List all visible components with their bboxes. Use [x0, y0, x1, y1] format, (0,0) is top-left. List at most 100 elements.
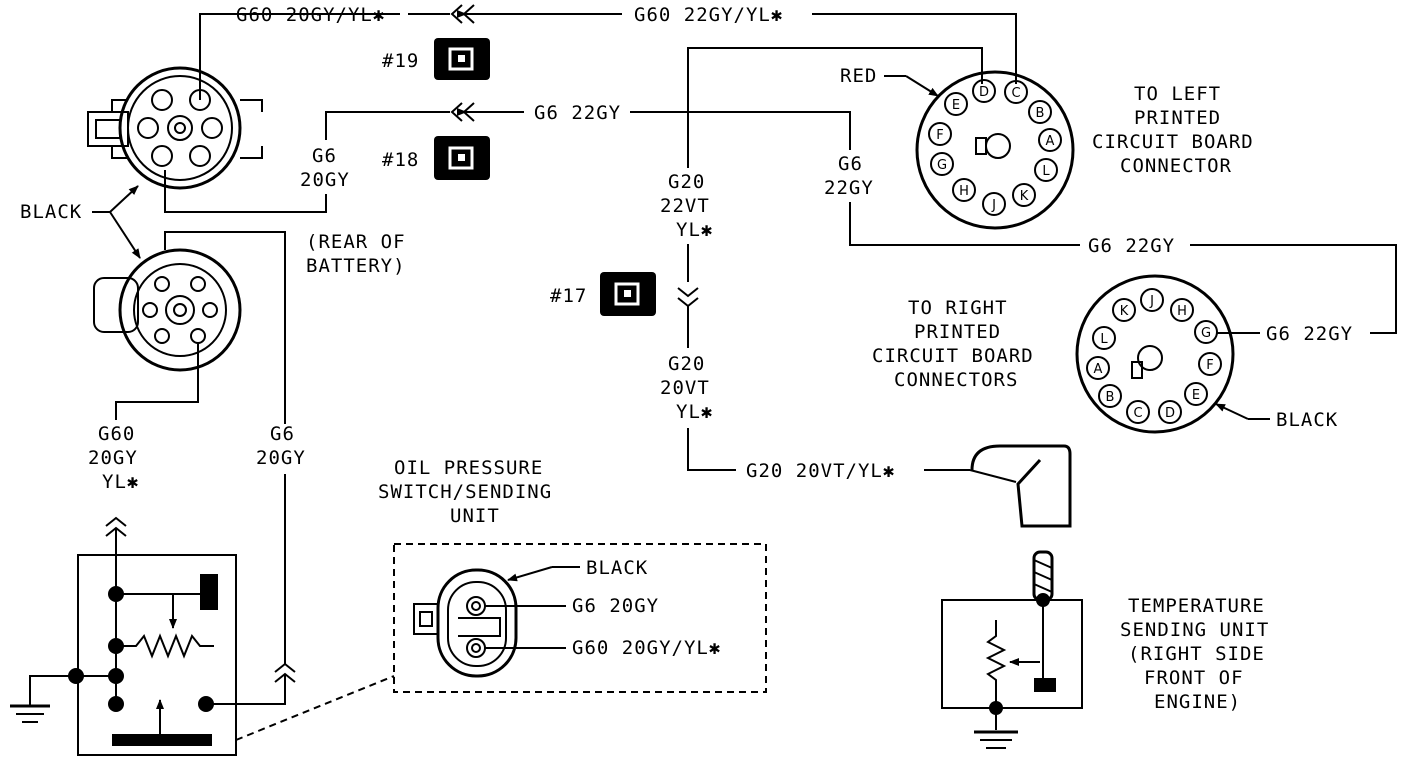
svg-text:G20: G20 [668, 171, 705, 193]
svg-text:K: K [1120, 304, 1129, 319]
temp-sender-connector [969, 444, 1072, 528]
svg-text:ENGINE): ENGINE) [1154, 691, 1241, 713]
wire-g60-top: G60 20GY/YL✱ G60 22GY/YL✱ [199, 4, 1017, 100]
oil-pressure-switch: BLACK G6 20GY G60 20GY/YL✱ [235, 543, 767, 741]
right-pin-c: C [1126, 400, 1150, 424]
svg-text:G60 20GY/YL✱: G60 20GY/YL✱ [572, 637, 721, 659]
svg-text:D: D [979, 85, 989, 100]
wire-label-g60-20gy-yl: G60 20GY/YL✱ [236, 4, 385, 26]
right-pin-l: L [1092, 326, 1116, 350]
svg-text:SWITCH/SENDING: SWITCH/SENDING [378, 481, 552, 503]
svg-text:22VT: 22VT [660, 195, 710, 217]
svg-text:SENDING UNIT: SENDING UNIT [1120, 619, 1269, 641]
svg-text:J: J [991, 198, 996, 213]
right-pin-a: A [1086, 356, 1110, 380]
black-label-right: BLACK [1276, 409, 1338, 431]
svg-text:G: G [937, 158, 947, 173]
svg-text:H: H [1177, 304, 1187, 319]
svg-text:20VT: 20VT [660, 377, 710, 399]
svg-text:K: K [1020, 189, 1029, 204]
right-pin-d: D [1158, 400, 1182, 424]
svg-text:TO RIGHT: TO RIGHT [908, 297, 1008, 319]
svg-text:#17: #17 [550, 285, 587, 307]
svg-text:G: G [1201, 326, 1211, 341]
svg-text:C: C [1011, 86, 1020, 101]
right-pin-f: F [1198, 352, 1222, 376]
left-pin-l: L [1034, 158, 1058, 182]
right-pcb-connector: K J H G F E D C B A L BLACK [1075, 274, 1338, 434]
left-pin-d: D [972, 79, 996, 103]
temp-sender-unit [941, 550, 1083, 749]
temp-sending-label: TEMPERATURE SENDING UNIT (RIGHT SIDE FRO… [1120, 595, 1269, 713]
svg-text:20GY: 20GY [300, 169, 350, 191]
to-left-pcb-label: TO LEFT PRINTED CIRCUIT BOARD CONNECTOR [1092, 83, 1254, 177]
connector-18: #18 [382, 136, 490, 180]
left-pin-e: E [944, 92, 968, 116]
svg-text:G6: G6 [838, 153, 863, 175]
svg-text:F: F [936, 128, 943, 143]
left-pin-g: G [930, 152, 954, 176]
svg-text:L: L [1042, 164, 1050, 179]
connector-17: #17 [550, 272, 656, 316]
lower-left-wires: G60 20GY YL✱ G6 20GY [88, 343, 305, 705]
svg-text:FRONT OF: FRONT OF [1144, 667, 1244, 689]
svg-text:L: L [1100, 332, 1108, 347]
svg-text:A: A [1094, 362, 1103, 377]
svg-text:G6 22GY: G6 22GY [1088, 235, 1175, 257]
left-pin-h: H [952, 178, 976, 202]
top-left-connector [87, 66, 263, 190]
svg-text:G60: G60 [98, 423, 135, 445]
right-pin-h: H [1170, 298, 1194, 322]
svg-text:G20: G20 [668, 353, 705, 375]
svg-text:J: J [1149, 294, 1154, 309]
svg-text:G20 20VT/YL✱: G20 20VT/YL✱ [746, 460, 895, 482]
right-pin-k: K [1112, 298, 1136, 322]
left-pin-c: C [1004, 80, 1028, 104]
svg-text:CONNECTOR: CONNECTOR [1120, 155, 1232, 177]
left-pcb-connector: RED D C B A L K J H G F E [840, 65, 1075, 230]
svg-text:G6 20GY: G6 20GY [572, 595, 659, 617]
svg-text:#18: #18 [382, 149, 419, 171]
right-pin-j: J [1140, 288, 1164, 312]
svg-text:E: E [1192, 388, 1200, 403]
svg-text:YL✱: YL✱ [102, 471, 139, 493]
oil-gauge-box [10, 554, 237, 756]
svg-text:RED: RED [840, 65, 877, 87]
wire-label-g60-22gy-yl: G60 22GY/YL✱ [634, 4, 783, 26]
right-pin-b: B [1098, 384, 1122, 408]
to-right-pcb-label: TO RIGHT PRINTED CIRCUIT BOARD CONNECTOR… [872, 297, 1034, 391]
svg-text:CONNECTORS: CONNECTORS [894, 369, 1018, 391]
svg-text:TEMPERATURE: TEMPERATURE [1128, 595, 1265, 617]
svg-text:#19: #19 [382, 50, 419, 72]
svg-text:H: H [959, 184, 969, 199]
svg-text:OIL PRESSURE: OIL PRESSURE [394, 457, 543, 479]
oil-pressure-label: OIL PRESSURE SWITCH/SENDING UNIT [378, 457, 552, 527]
svg-text:G6: G6 [270, 423, 295, 445]
svg-text:CIRCUIT BOARD: CIRCUIT BOARD [1092, 131, 1254, 153]
black-label-left: BLACK [20, 185, 141, 259]
wire-g6-22gy-mid: G6 20GY G6 22GY G6 22GY G6 22GY G6 22GY [164, 102, 1397, 345]
svg-text:20GY: 20GY [88, 447, 138, 469]
left-pin-b: B [1028, 100, 1052, 124]
rear-of-battery-line2: BATTERY) [306, 255, 406, 277]
svg-text:TO LEFT: TO LEFT [1134, 83, 1221, 105]
wire-g20: G20 22VT YL✱ G20 20VT YL✱ G20 20VT/YL✱ [660, 47, 983, 482]
svg-text:A: A [1046, 134, 1055, 149]
right-pin-g: G [1194, 320, 1218, 344]
svg-text:G6 22GY: G6 22GY [534, 102, 621, 124]
connector-19: #19 [382, 38, 490, 80]
svg-text:BLACK: BLACK [20, 201, 82, 223]
svg-text:BLACK: BLACK [586, 557, 648, 579]
svg-text:YL✱: YL✱ [676, 219, 713, 241]
svg-text:YL✱: YL✱ [676, 401, 713, 423]
svg-text:C: C [1133, 406, 1142, 421]
lower-left-connector [93, 231, 286, 424]
svg-text:CIRCUIT BOARD: CIRCUIT BOARD [872, 345, 1034, 367]
svg-text:G6: G6 [312, 145, 337, 167]
svg-text:(RIGHT SIDE: (RIGHT SIDE [1128, 643, 1265, 665]
left-pin-k: K [1012, 183, 1036, 207]
svg-text:G6 22GY: G6 22GY [1266, 323, 1353, 345]
svg-text:PRINTED: PRINTED [1134, 107, 1221, 129]
svg-text:B: B [1106, 390, 1115, 405]
